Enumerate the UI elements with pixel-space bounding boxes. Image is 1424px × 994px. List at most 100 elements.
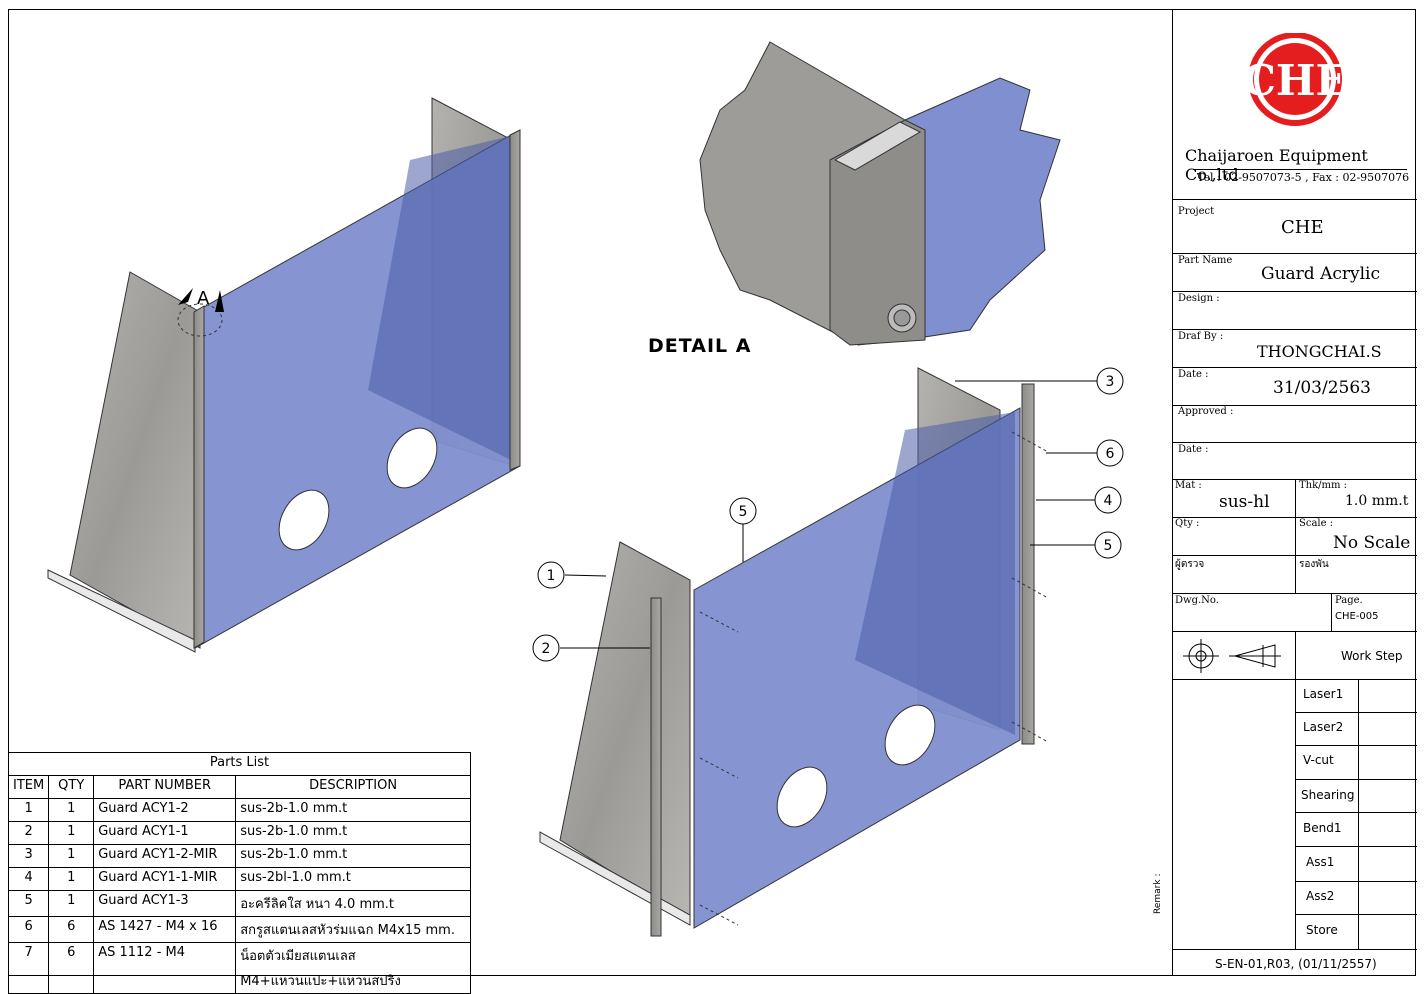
table-row: 6 6 AS 1427 - M4 x 16 สกรูสแตนเลสหัวร่มแ… <box>7 916 471 943</box>
cell-desc-line1: น็อตตัวเมียสแตนเลส <box>240 949 356 964</box>
cell-item: 7 <box>7 942 50 994</box>
company-logo: CHE <box>1245 33 1345 126</box>
callout-3: 3 <box>1106 374 1115 390</box>
cell-part: Guard ACY1-2 <box>93 798 237 822</box>
remark-label: Remark : <box>1153 873 1163 914</box>
cell-part: Guard ACY1-1 <box>93 821 237 845</box>
dwg-label: Dwg.No. <box>1175 595 1219 606</box>
draf-by-value: THONGCHAI.S <box>1257 342 1382 361</box>
cell-item: 1 <box>7 798 50 822</box>
drawing-canvas: A DETAIL A 1 2 3 <box>47 41 1124 937</box>
qty-label: Qty : <box>1175 518 1200 529</box>
cell-desc: สกรูสแตนเลสหัวร่มแฉก M4x15 mm. <box>235 916 471 943</box>
cell-qty: 1 <box>48 798 95 822</box>
divider <box>1173 517 1417 518</box>
divider <box>1173 442 1417 443</box>
table-row: 4 1 Guard ACY1-1-MIR sus-2bl-1.0 mm.t <box>7 867 471 891</box>
divider <box>1173 555 1417 556</box>
divider <box>1173 253 1417 254</box>
detail-label: DETAIL A <box>648 335 751 357</box>
date-label: Date : <box>1178 369 1209 380</box>
mat-label: Mat : <box>1175 480 1202 491</box>
part-name-value: Guard Acrylic <box>1261 264 1380 284</box>
divider <box>1358 679 1359 949</box>
divider <box>1173 593 1417 594</box>
thk-value: 1.0 mm.t <box>1345 493 1409 509</box>
work-step-item: Store <box>1306 923 1338 937</box>
table-row: 1 1 Guard ACY1-2 sus-2b-1.0 mm.t <box>7 798 471 822</box>
divider <box>1173 329 1417 330</box>
work-step-item: Ass2 <box>1306 889 1335 903</box>
cell-desc: sus-2b-1.0 mm.t <box>235 821 471 845</box>
cell-item: 5 <box>7 890 50 917</box>
cell-desc: sus-2bl-1.0 mm.t <box>235 867 471 891</box>
col-qty: QTY <box>48 775 95 799</box>
divider <box>1173 291 1417 292</box>
cell-desc: sus-2b-1.0 mm.t <box>235 844 471 868</box>
table-row: 2 1 Guard ACY1-1 sus-2b-1.0 mm.t <box>7 821 471 845</box>
project-value: CHE <box>1281 217 1324 238</box>
page-value: CHE-005 <box>1335 611 1379 622</box>
cell-part: Guard ACY1-3 <box>93 890 237 917</box>
work-step-item: V-cut <box>1303 753 1334 767</box>
divider <box>1193 169 1407 170</box>
cell-qty: 1 <box>48 867 95 891</box>
divider <box>1295 745 1417 746</box>
cell-part: AS 1427 - M4 x 16 <box>93 916 237 943</box>
date-value: 31/03/2563 <box>1273 378 1371 398</box>
mat-value: sus-hl <box>1219 492 1270 512</box>
divider <box>1295 914 1417 915</box>
callout-5a: 5 <box>739 504 748 520</box>
cell-desc: sus-2b-1.0 mm.t <box>235 798 471 822</box>
divider <box>1295 846 1417 847</box>
footer-code: S-EN-01,R03, (01/11/2557) <box>1215 957 1377 971</box>
work-step-label: Work Step <box>1341 649 1403 663</box>
cell-item: 2 <box>7 821 50 845</box>
callout-4: 4 <box>1104 493 1113 509</box>
divider <box>1173 367 1417 368</box>
col-description: DESCRIPTION <box>235 775 471 799</box>
cell-item: 4 <box>7 867 50 891</box>
divider <box>1331 593 1332 631</box>
divider <box>1173 199 1417 200</box>
divider <box>1295 479 1296 593</box>
divider <box>1295 881 1417 882</box>
col-item: ITEM <box>7 775 50 799</box>
cell-qty: 1 <box>48 821 95 845</box>
drawing-sheet <box>8 9 1416 976</box>
scale-label: Scale : <box>1299 518 1334 529</box>
cell-part: Guard ACY1-2-MIR <box>93 844 237 868</box>
cell-qty: 1 <box>48 844 95 868</box>
divider <box>1295 631 1296 949</box>
project-label: Project <box>1178 206 1215 217</box>
work-step-item: Bend1 <box>1303 821 1342 835</box>
callout-1: 1 <box>547 568 556 584</box>
divider <box>1295 779 1417 780</box>
divider <box>1173 949 1417 950</box>
section-marker: A <box>197 288 210 309</box>
table-row: 5 1 Guard ACY1-3 อะครีลิคใส หนา 4.0 mm.t <box>7 890 471 917</box>
divider <box>1173 679 1417 680</box>
callouts: 1 2 3 4 5 5 6 <box>532 367 1124 662</box>
cell-qty: 6 <box>48 916 95 943</box>
cell-desc-line2: M4+แหวนแปะ+แหวนสปริง <box>240 974 401 989</box>
parts-list-table: Parts List ITEM QTY PART NUMBER DESCRIPT… <box>7 752 471 994</box>
divider <box>1173 405 1417 406</box>
company-contact: Tel : 02-9507073-5 , Fax : 02-9507076 <box>1197 171 1410 184</box>
divider <box>1295 812 1417 813</box>
page-label: Page. <box>1335 595 1363 606</box>
divider <box>1295 712 1417 713</box>
approve1-label: ผู้ตรวจ <box>1175 559 1205 570</box>
cell-desc: อะครีลิคใส หนา 4.0 mm.t <box>235 890 471 917</box>
draf-by-label: Draf By : <box>1178 331 1224 342</box>
isometric-assembly-view: A <box>47 97 521 653</box>
exploded-view <box>539 367 1049 937</box>
part-name-label: Part Name <box>1178 255 1233 266</box>
cell-qty: 1 <box>48 890 95 917</box>
scale-value: No Scale <box>1333 533 1411 553</box>
cell-item: 6 <box>7 916 50 943</box>
work-step-item: Laser2 <box>1303 720 1344 734</box>
title-block: CHE Chaijaroen Equipment Co.,ltd Tel : 0… <box>1153 9 1417 976</box>
logo-text: CHE <box>1245 56 1345 105</box>
approved-label: Approved : <box>1178 406 1234 417</box>
